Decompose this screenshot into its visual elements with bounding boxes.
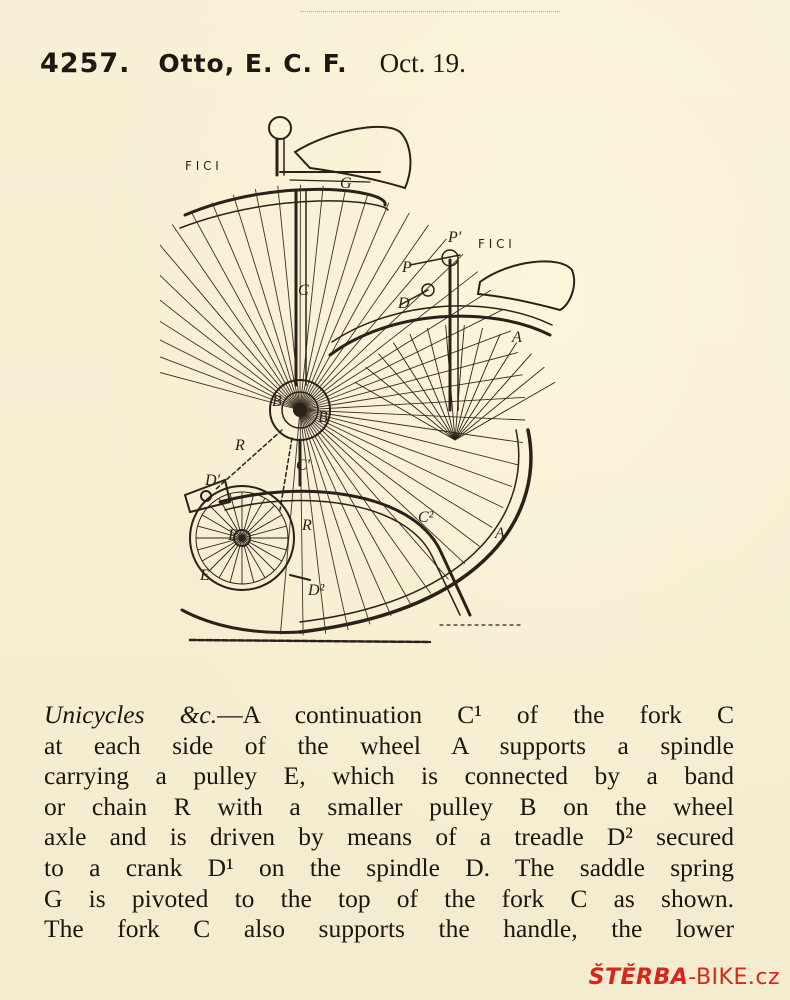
description-line-3: carrying a pulley E, which is connected … (44, 761, 734, 791)
patent-header: 4257. Otto, E. C. F. Oct. 19. (40, 48, 466, 88)
label-r: R (234, 437, 245, 454)
spoke (160, 320, 301, 411)
label-p1: P' (447, 229, 462, 246)
label-a2: A (511, 329, 522, 346)
spoke (454, 333, 501, 441)
spoke (299, 409, 371, 625)
patentee-name: Otto, E. C. F. (158, 49, 348, 78)
spoke (160, 299, 301, 411)
description-line-7: G is pivoted to the top of the fork C as… (44, 883, 734, 913)
spoke (299, 396, 526, 411)
spoke (299, 289, 492, 411)
label-c: C (298, 282, 309, 299)
label-b: B (272, 393, 282, 410)
spoke (299, 194, 368, 411)
label-c2: C² (418, 509, 435, 526)
spoke (454, 366, 545, 441)
spoke (299, 409, 524, 444)
spoke (299, 202, 390, 411)
spoke (365, 366, 456, 441)
label-a: A (494, 525, 505, 542)
spoke (299, 224, 429, 411)
spoke (299, 185, 324, 411)
spoke (409, 333, 456, 441)
fig-label-1: F I C I (185, 159, 219, 173)
site-watermark: ŠTĚRBA-BIKE.cz (589, 965, 780, 990)
description-line-1: Unicycles &c.—A continuation C¹ of the f… (44, 700, 734, 729)
spoke (299, 374, 523, 411)
spoke (378, 353, 456, 441)
watermark-brand: ŠTĚRBA (588, 965, 689, 990)
label-d: D (397, 295, 410, 312)
spoke (299, 409, 431, 594)
spoke (299, 409, 349, 631)
description-lead: Unicycles &c. (44, 700, 218, 729)
spoke (354, 382, 456, 441)
description-line-6: to a crank D¹ on the spindle D. The sadd… (44, 852, 734, 882)
spoke (454, 324, 465, 441)
spoke (299, 212, 410, 411)
spoke (299, 352, 519, 411)
spoke (454, 342, 517, 441)
label-b2: B (318, 409, 328, 426)
label-p: P (401, 259, 412, 276)
watermark-suffix: -BIKE.cz (688, 965, 780, 990)
spoke (299, 409, 493, 528)
spoke (191, 212, 301, 411)
spoke (279, 409, 301, 635)
spoke (299, 409, 513, 487)
spoke (211, 202, 301, 411)
spoke (171, 224, 301, 411)
spoke (299, 409, 480, 547)
spoke (299, 409, 412, 606)
description-text: Unicycles &c.—A continuation C¹ of the f… (44, 700, 734, 945)
spoke (299, 409, 327, 634)
spoke (299, 254, 464, 411)
spoke (454, 382, 556, 441)
unicycle-figure: F I C I F I C I C G B B R C' D' E E R D²… (160, 116, 576, 644)
patent-number: 4257. (40, 48, 131, 79)
label-d2: D² (307, 582, 326, 599)
label-r2: R (301, 517, 312, 534)
description-line-2: at each side of the wheel A supports a s… (44, 730, 734, 760)
spoke (299, 238, 447, 411)
spoke (299, 330, 512, 411)
spoke (299, 309, 503, 411)
spoke (454, 327, 483, 441)
spoke (232, 194, 301, 411)
spoke (299, 409, 466, 564)
spoke (299, 409, 504, 508)
label-c1: C' (296, 457, 311, 474)
spoke (160, 339, 301, 411)
label-g: G (340, 175, 352, 192)
description-line-4: or chain R with a smaller pulley B on th… (44, 791, 734, 821)
fig-label-2: F I C I (478, 237, 512, 251)
spoke (299, 409, 392, 617)
spoke (254, 189, 301, 411)
spoke (454, 353, 532, 441)
label-d1: D' (204, 472, 221, 489)
spoke (160, 372, 301, 411)
patent-date: Oct. 19. (379, 48, 466, 78)
spoke (160, 274, 301, 411)
description-line-8: The fork C also supports the handle, the… (44, 914, 734, 944)
spoke (160, 356, 301, 411)
description-line-5: axle and is driven by means of a treadle… (44, 822, 734, 852)
spoke (299, 189, 346, 411)
spoke (299, 271, 479, 411)
top-rule (300, 11, 560, 14)
label-e: E (227, 527, 238, 544)
spoke (393, 342, 456, 441)
label-ea: E (199, 567, 210, 584)
spoke (299, 409, 449, 580)
spoke (160, 244, 301, 411)
spoke (299, 409, 519, 466)
spoke (427, 327, 456, 441)
